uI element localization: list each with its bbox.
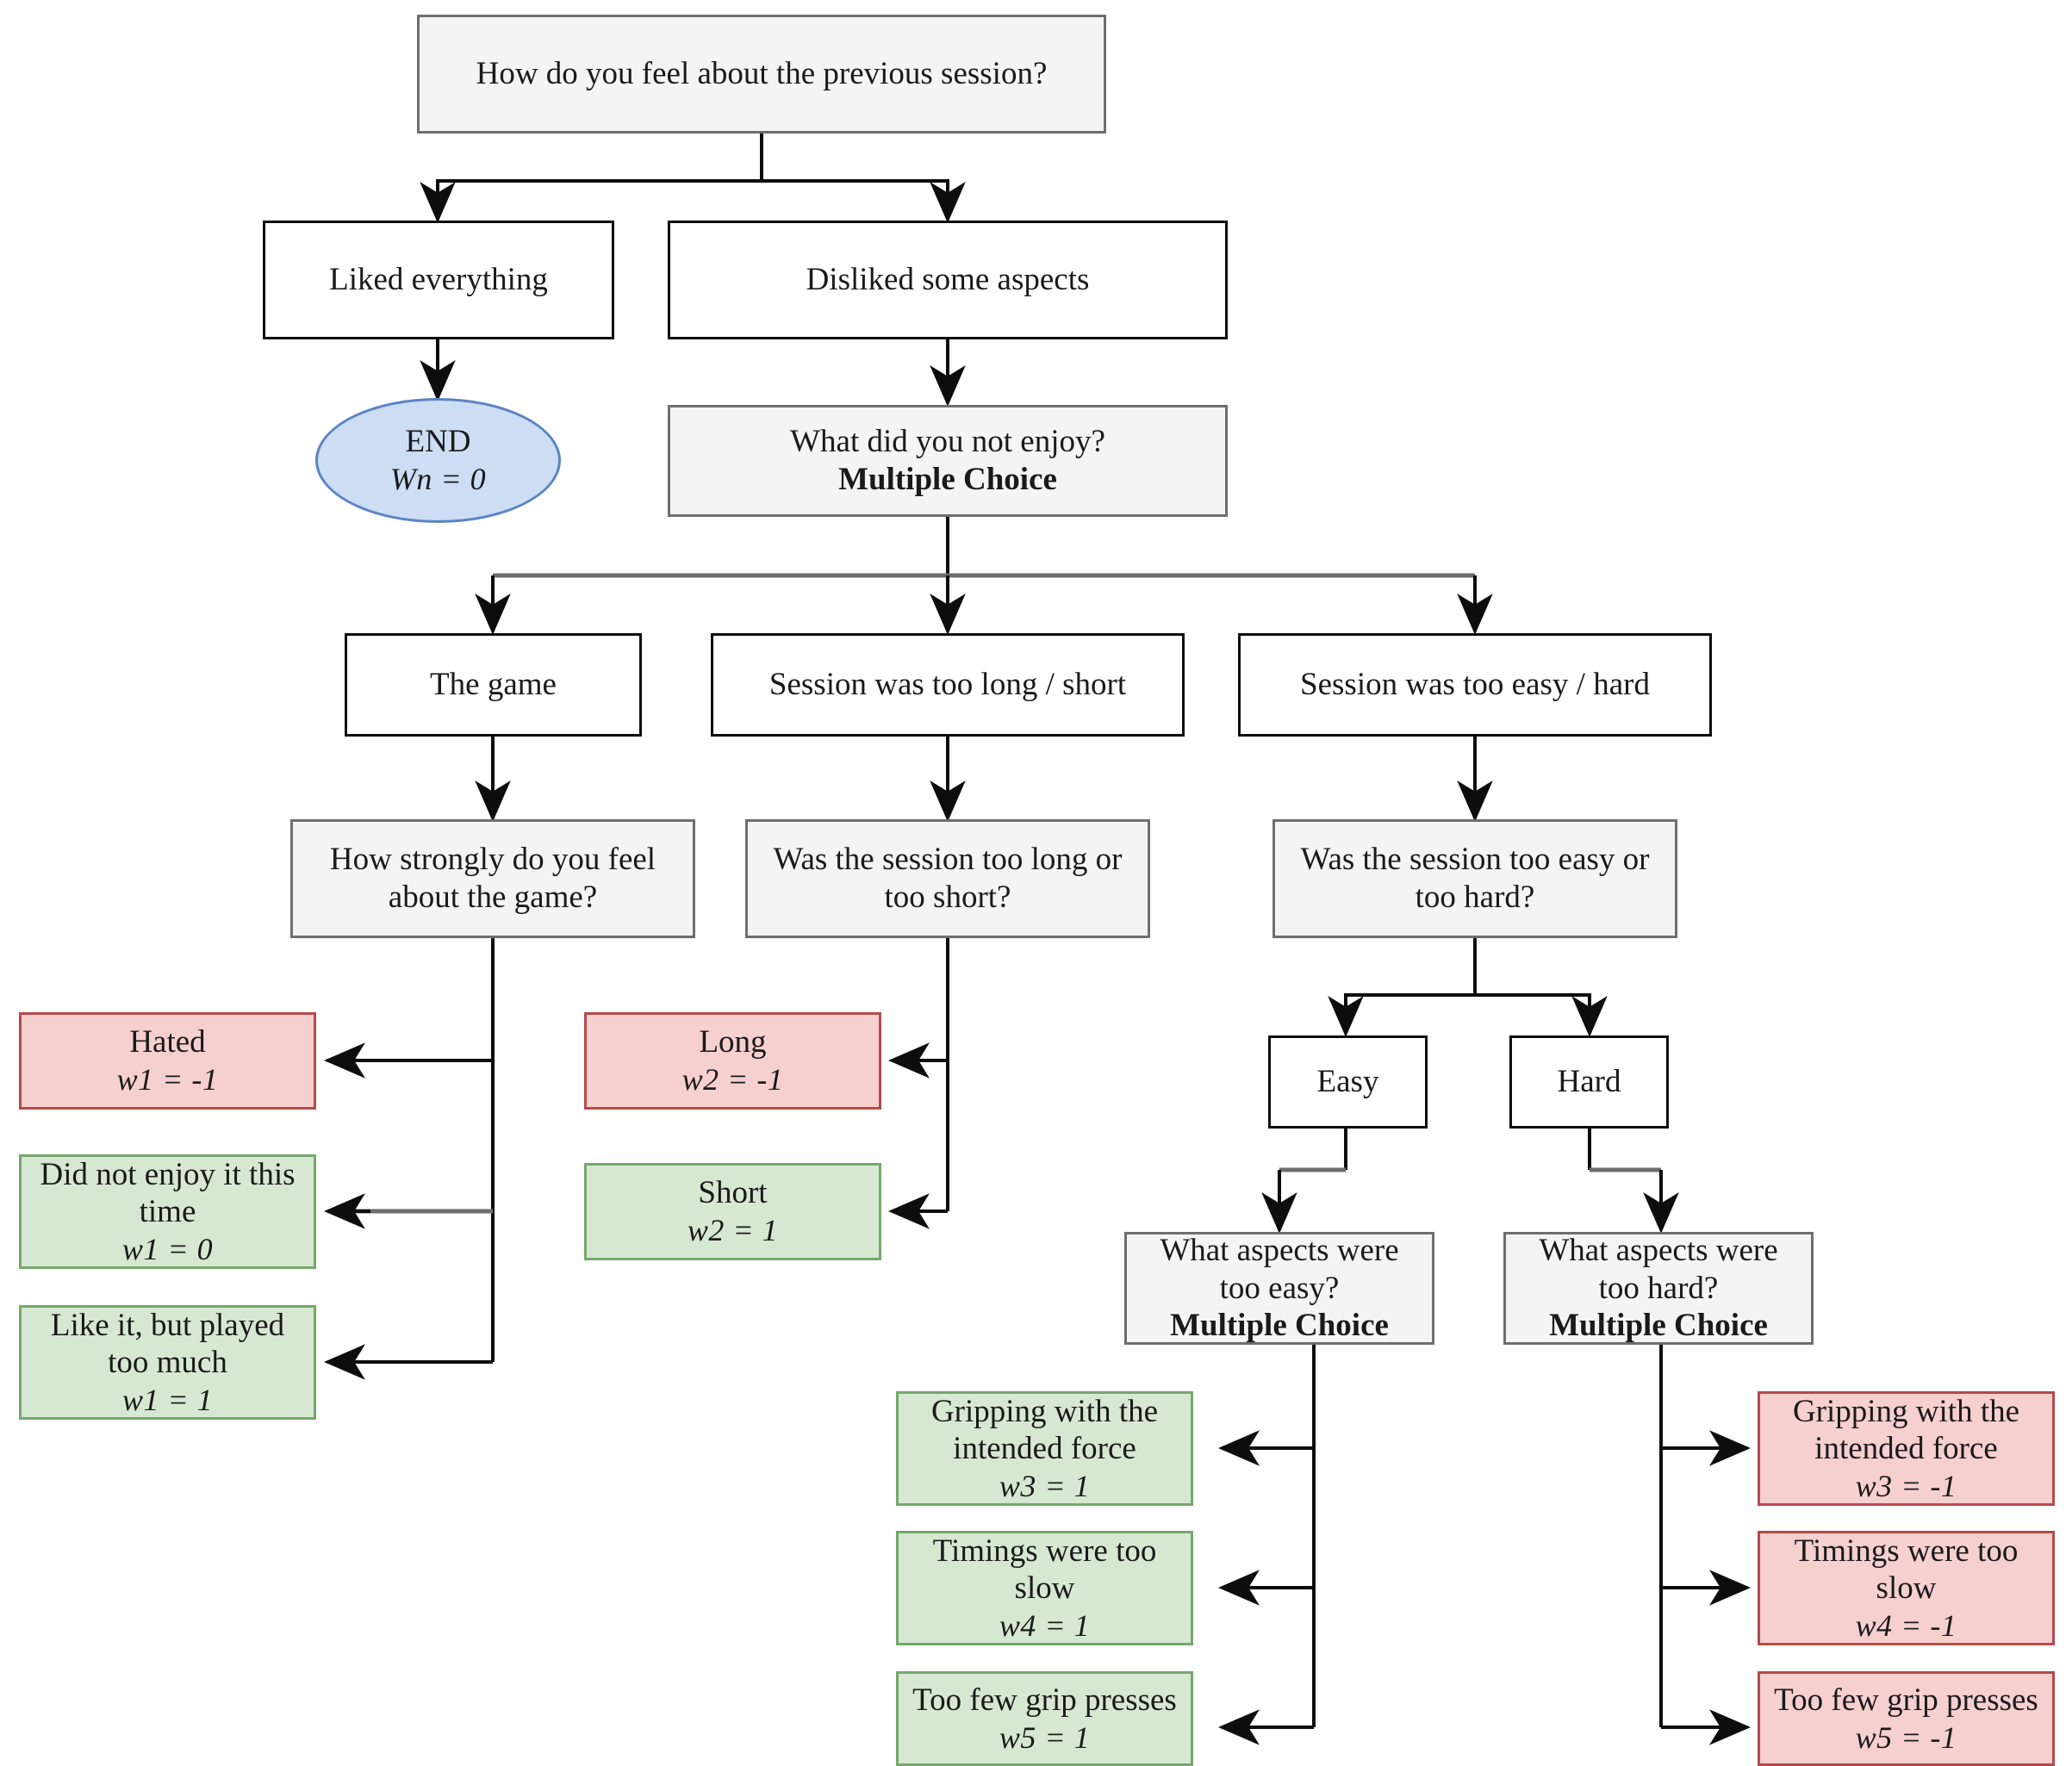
node-subtext: Multiple Choice: [1549, 1308, 1768, 1344]
node-hated[interactable]: Hated w1 = -1: [19, 1012, 316, 1110]
node-text-line1: Was the session too easy or: [1300, 842, 1650, 878]
node-what-aspects-too-easy[interactable]: What aspects were too easy? Multiple Cho…: [1124, 1232, 1434, 1345]
node-end[interactable]: END Wn = 0: [315, 398, 561, 523]
node-subtext: Multiple Choice: [1170, 1308, 1389, 1344]
node-text: Too few grip presses: [1774, 1682, 2038, 1718]
node-text-line1: Gripping with the: [1792, 1393, 2020, 1429]
node-session-too-easy-hard[interactable]: Session was too easy / hard: [1238, 633, 1712, 737]
node-text-line2: too easy?: [1219, 1270, 1340, 1306]
node-text-line1: Gripping with the: [930, 1393, 1159, 1429]
node-text-line2: too hard?: [1415, 880, 1535, 915]
node-text: Too few grip presses: [912, 1682, 1177, 1718]
node-like-but-played-too-much[interactable]: Like it, but played too much w1 = 1: [19, 1305, 316, 1420]
node-hard-too-few-grip-presses[interactable]: Too few grip presses w5 = -1: [1758, 1671, 2055, 1766]
node-text: Session was too easy / hard: [1300, 667, 1650, 703]
node-weight: w2 = 1: [687, 1213, 779, 1248]
node-session-too-long-short[interactable]: Session was too long / short: [711, 633, 1185, 737]
node-easy[interactable]: Easy: [1268, 1035, 1428, 1129]
node-text-line2: intended force: [953, 1431, 1136, 1467]
node-weight: w4 = 1: [999, 1607, 1091, 1643]
node-text-line1: Like it, but played: [50, 1307, 285, 1343]
node-text-line2: intended force: [1814, 1431, 1998, 1467]
node-text-line1: How strongly do you feel: [329, 842, 656, 878]
node-text: Long: [699, 1024, 767, 1060]
node-weight: w2 = -1: [681, 1062, 784, 1098]
node-text-line1: Timings were too: [1794, 1533, 2019, 1569]
node-easy-too-few-grip-presses[interactable]: Too few grip presses w5 = 1: [896, 1671, 1193, 1766]
node-did-not-enjoy-this-time[interactable]: Did not enjoy it this time w1 = 0: [19, 1154, 316, 1269]
node-text-line2: slow: [1876, 1570, 1937, 1607]
node-hard-gripping-intended-force[interactable]: Gripping with the intended force w3 = -1: [1758, 1391, 2055, 1506]
node-what-did-you-not-enjoy[interactable]: What did you not enjoy? Multiple Choice: [668, 405, 1228, 517]
node-text: END: [405, 424, 471, 460]
node-text: Hard: [1557, 1064, 1621, 1100]
node-disliked-some-aspects[interactable]: Disliked some aspects: [668, 221, 1228, 339]
node-hard-timings-too-slow[interactable]: Timings were too slow w4 = -1: [1758, 1531, 2055, 1645]
node-weight: Wn = 0: [389, 462, 487, 497]
node-text-line2: too much: [108, 1345, 227, 1381]
node-how-strongly-about-game[interactable]: How strongly do you feel about the game?: [290, 819, 695, 938]
node-text: The game: [430, 667, 557, 703]
node-weight: w3 = -1: [1855, 1468, 1957, 1503]
node-subtext: Multiple Choice: [838, 462, 1057, 497]
node-text-line2: slow: [1014, 1570, 1075, 1607]
node-weight: w4 = -1: [1855, 1607, 1957, 1643]
node-weight: w5 = 1: [999, 1719, 1091, 1755]
node-text: Easy: [1316, 1064, 1379, 1100]
node-what-aspects-too-hard[interactable]: What aspects were too hard? Multiple Cho…: [1503, 1232, 1814, 1345]
node-text: Short: [698, 1175, 768, 1211]
node-text: Hated: [129, 1024, 206, 1060]
node-text: Disliked some aspects: [806, 262, 1090, 298]
node-text: Session was too long / short: [768, 667, 1127, 703]
node-text-line2: time: [139, 1194, 196, 1230]
node-hard[interactable]: Hard: [1509, 1035, 1669, 1129]
node-text-line2: too hard?: [1598, 1270, 1719, 1306]
node-text-line1: What aspects were: [1539, 1233, 1778, 1269]
node-text-line1: Did not enjoy it this: [40, 1156, 296, 1192]
node-weight: w1 = -1: [116, 1062, 219, 1098]
node-text: What did you not enjoy?: [790, 424, 1105, 460]
node-easy-timings-too-slow[interactable]: Timings were too slow w4 = 1: [896, 1531, 1193, 1645]
node-weight: w1 = 0: [121, 1231, 214, 1266]
node-was-session-easy-or-hard[interactable]: Was the session too easy or too hard?: [1272, 819, 1677, 938]
node-weight: w5 = -1: [1855, 1719, 1957, 1755]
node-the-game[interactable]: The game: [345, 633, 642, 737]
node-text-line1: What aspects were: [1160, 1233, 1399, 1269]
node-was-session-long-or-short[interactable]: Was the session too long or too short?: [745, 819, 1150, 938]
node-short[interactable]: Short w2 = 1: [584, 1163, 881, 1260]
node-root-question[interactable]: How do you feel about the previous sessi…: [417, 15, 1106, 134]
node-text: How do you feel about the previous sessi…: [476, 56, 1048, 92]
node-weight: w3 = 1: [999, 1468, 1091, 1503]
node-text-line1: Was the session too long or: [773, 842, 1123, 878]
node-text-line2: about the game?: [388, 880, 598, 915]
node-long[interactable]: Long w2 = -1: [584, 1012, 881, 1110]
node-text: Liked everything: [329, 262, 548, 298]
node-text-line2: too short?: [884, 880, 1011, 915]
node-liked-everything[interactable]: Liked everything: [263, 221, 614, 339]
node-weight: w1 = 1: [121, 1382, 214, 1417]
node-easy-gripping-intended-force[interactable]: Gripping with the intended force w3 = 1: [896, 1391, 1193, 1506]
node-text-line1: Timings were too: [932, 1533, 1157, 1569]
